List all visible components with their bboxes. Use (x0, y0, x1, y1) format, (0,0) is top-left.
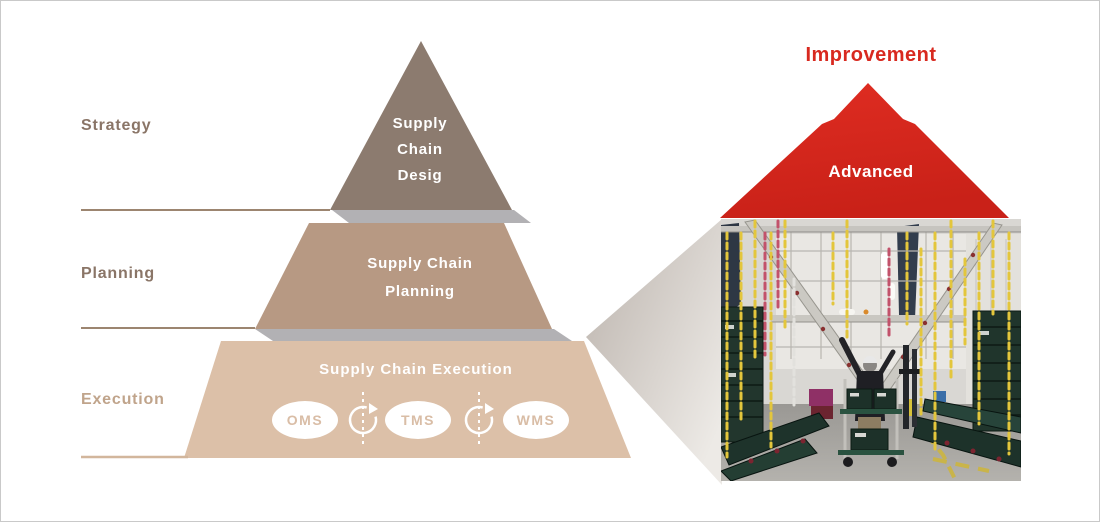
system-oval-wms: WMS (503, 401, 569, 439)
planning-line-2: Planning (385, 283, 455, 300)
warehouse-photo (721, 219, 1021, 481)
advanced-label: Advanced (828, 162, 914, 181)
planning-line-1: Supply Chain (367, 255, 473, 272)
system-oval-oms: OMS (272, 401, 338, 439)
execution-title: Supply Chain Execution (319, 361, 513, 378)
forklift-mast (899, 345, 920, 429)
level-shadow-band-2 (255, 329, 572, 341)
level-shadow-band-1 (332, 210, 531, 223)
strategy-text: Supply Chain Desig (345, 111, 495, 189)
planning-trapezoid (255, 223, 552, 329)
execution-trapezoid (184, 341, 631, 458)
strategy-line-1: Supply (392, 115, 448, 132)
improvement-arrow (720, 83, 1009, 218)
sync-icon (464, 392, 494, 448)
sync-icon (348, 392, 378, 448)
side-label-execution: Execution (81, 391, 165, 408)
side-label-planning: Planning (81, 265, 155, 282)
zoom-projection-wedge (586, 219, 722, 485)
improvement-title: Improvement (805, 44, 937, 66)
picking-cart (838, 379, 904, 467)
strategy-triangle (330, 41, 512, 210)
side-label-strategy: Strategy (81, 117, 152, 134)
planning-text: Supply Chain Planning (320, 250, 520, 306)
strategy-line-3: Desig (397, 167, 443, 184)
hanging-chains (725, 219, 1011, 459)
system-oval-tms: TMS (385, 401, 451, 439)
strategy-line-2: Chain (397, 141, 443, 158)
